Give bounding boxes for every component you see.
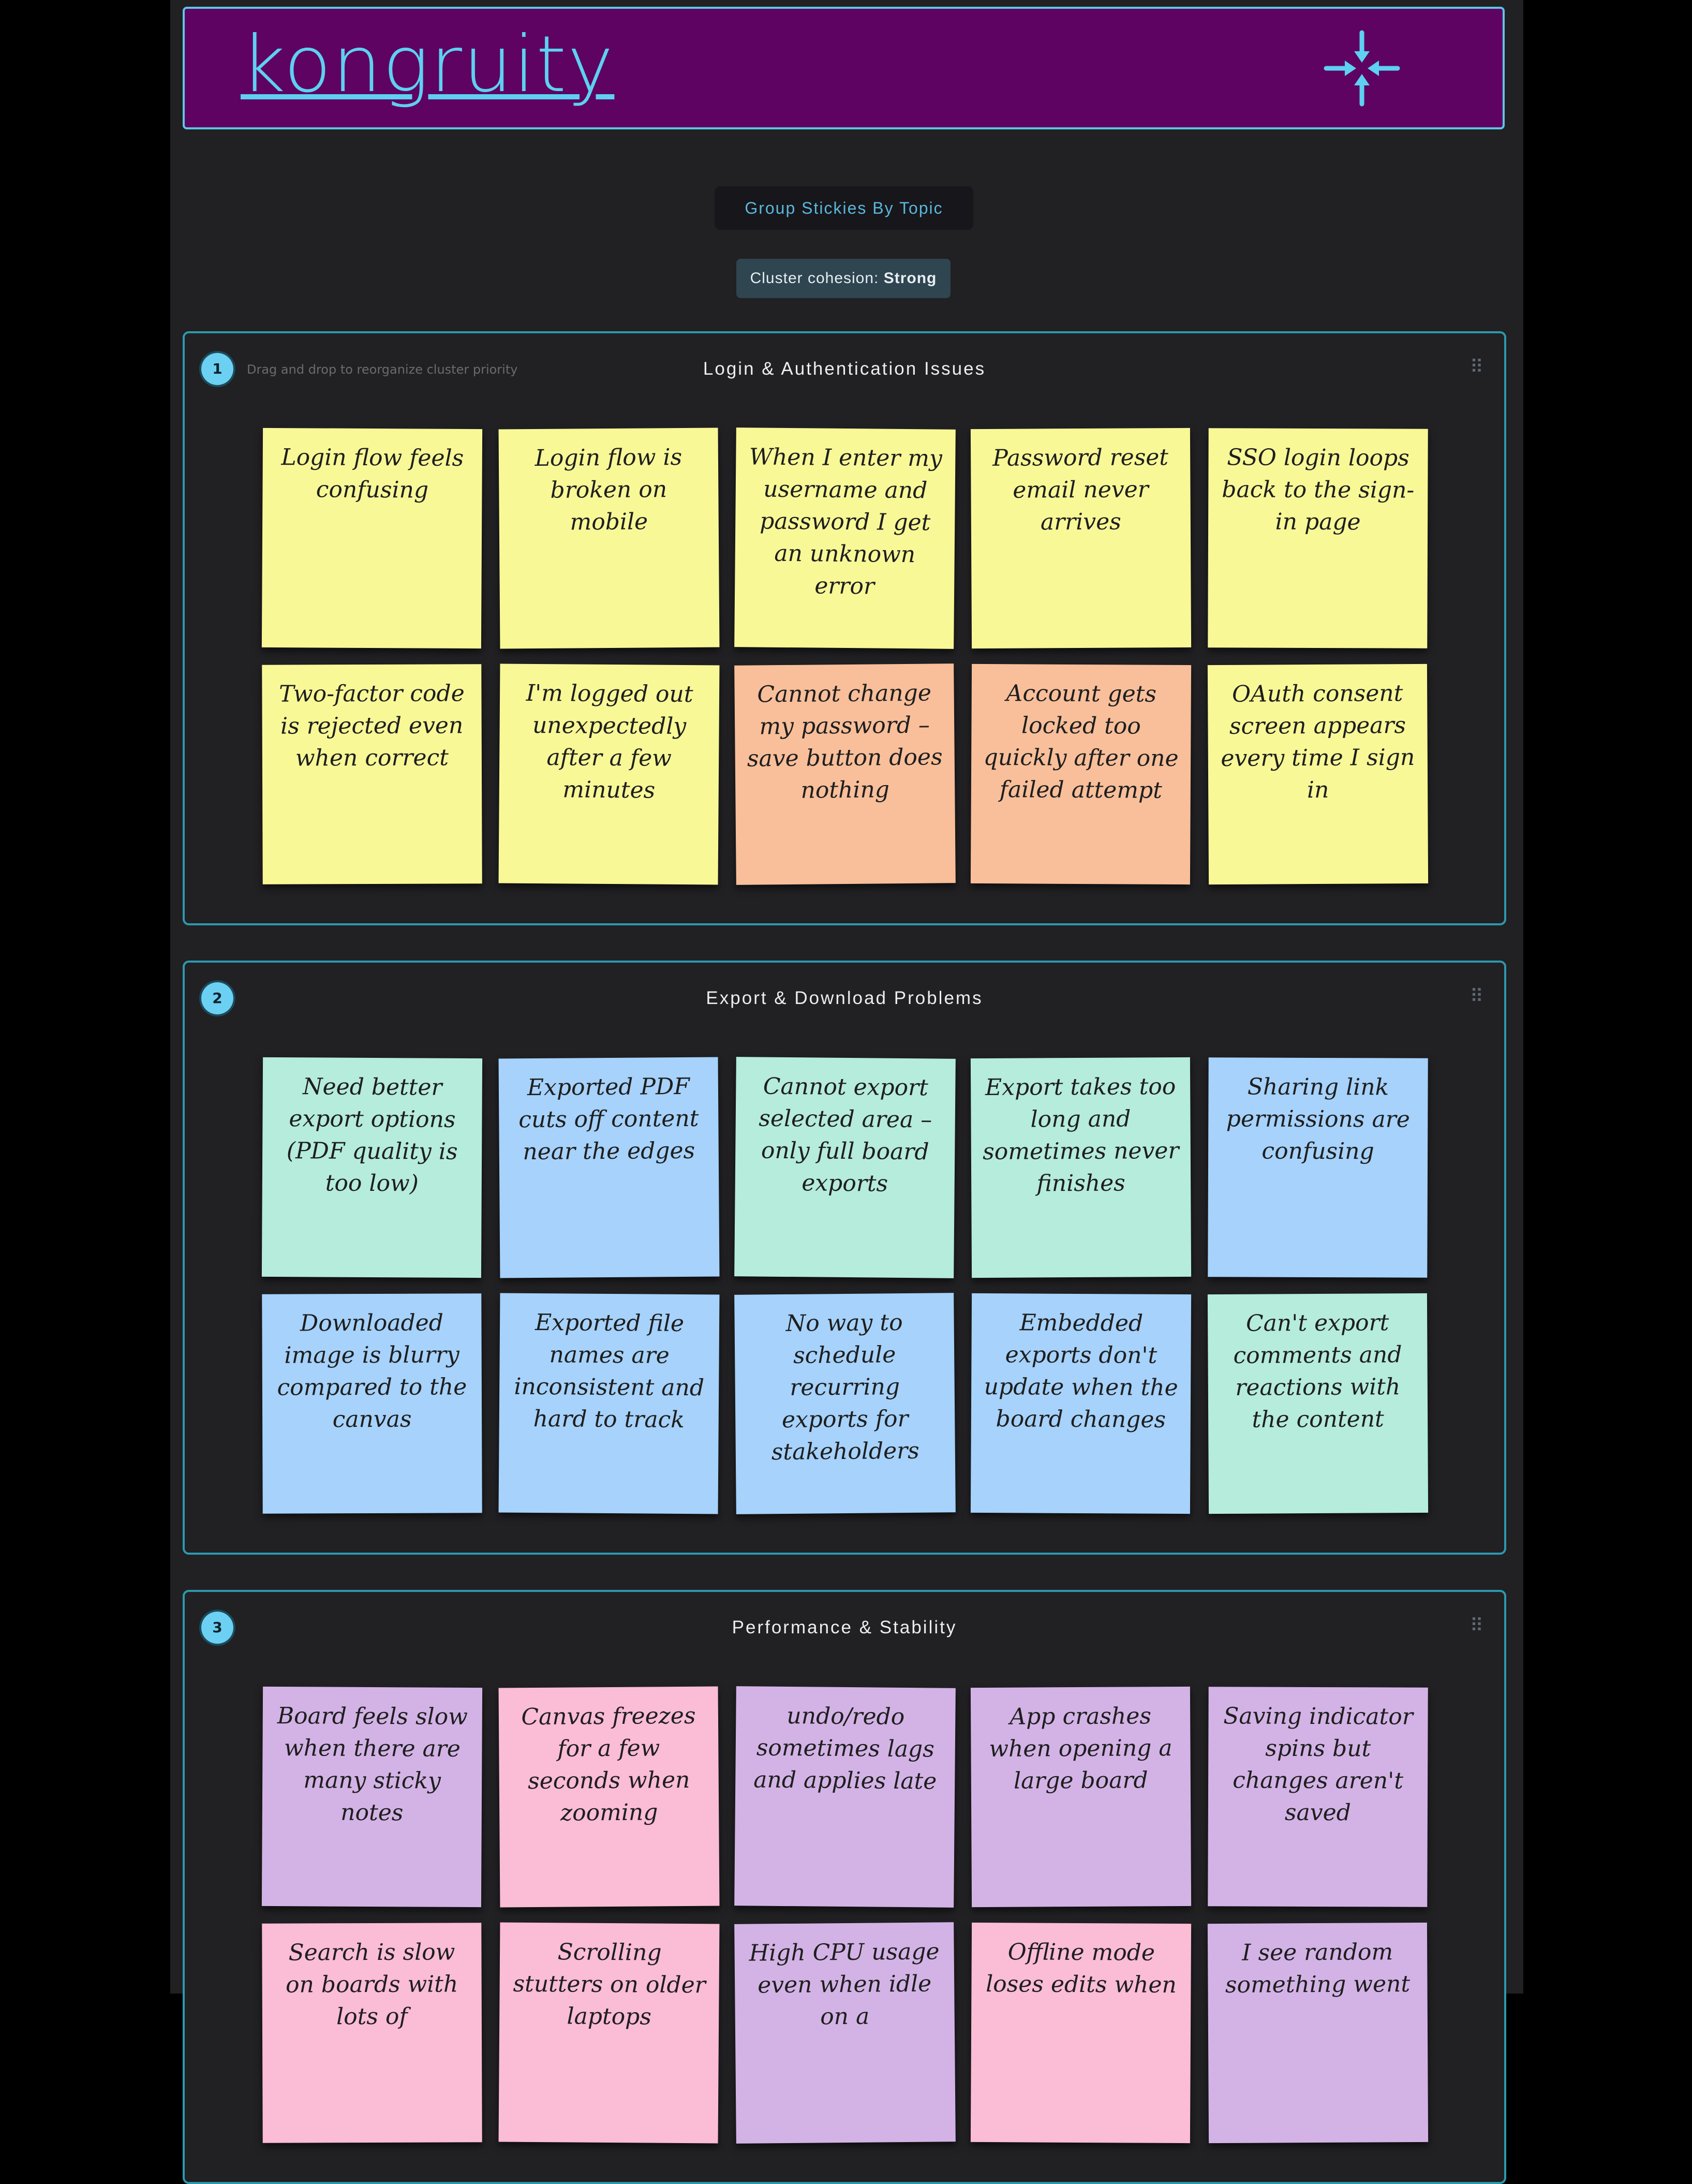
- sticky-note[interactable]: Password reset email never arrives: [970, 427, 1192, 649]
- sticky-note[interactable]: Exported PDF cuts off content near the e…: [498, 1057, 720, 1278]
- drag-handle-icon[interactable]: ⠿: [1470, 986, 1483, 1007]
- sticky-note[interactable]: Board feels slow when there are many sti…: [261, 1686, 483, 1908]
- sticky-note[interactable]: App crashes when opening a large board: [970, 1686, 1192, 1908]
- cohesion-value: Strong: [883, 270, 937, 287]
- logo[interactable]: kongruity: [241, 20, 615, 110]
- cluster-title: Performance & Stability: [732, 1617, 957, 1637]
- cluster-title: Login & Authentication Issues: [703, 359, 986, 379]
- collapse-arrows-icon[interactable]: [1323, 29, 1401, 107]
- sticky-note[interactable]: Can't export comments and reactions with…: [1207, 1293, 1429, 1514]
- sticky-note[interactable]: Search is slow on boards with lots of: [262, 1923, 482, 2143]
- sticky-note[interactable]: Login flow is broken on mobile: [498, 427, 720, 649]
- sticky-note[interactable]: Need better export options (PDF quality …: [261, 1057, 483, 1278]
- sticky-note[interactable]: Scrolling stutters on older laptops: [498, 1922, 720, 2144]
- sticky-note[interactable]: No way to schedule recurring exports for…: [734, 1293, 956, 1514]
- sticky-note[interactable]: undo/redo sometimes lags and applies lat…: [734, 1686, 956, 1908]
- sticky-note[interactable]: OAuth consent screen appears every time …: [1207, 663, 1429, 885]
- sticky-note[interactable]: Downloaded image is blurry compared to t…: [262, 1293, 482, 1514]
- sticky-note[interactable]: I see random something went: [1207, 1922, 1429, 2144]
- sticky-note[interactable]: Login flow feels confusing: [261, 427, 483, 649]
- cluster-number-badge: 1: [201, 353, 233, 385]
- cohesion-label: Cluster cohesion:: [750, 270, 879, 287]
- sticky-note[interactable]: Sharing link permissions are confusing: [1208, 1057, 1428, 1278]
- sticky-note[interactable]: Embedded exports don't update when the b…: [970, 1293, 1192, 1514]
- sticky-note[interactable]: Cannot export selected area – only full …: [734, 1057, 956, 1278]
- cluster-login-auth[interactable]: 1 Drag and drop to reorganize cluster pr…: [183, 331, 1506, 925]
- drag-handle-icon[interactable]: ⠿: [1470, 357, 1483, 378]
- sticky-note[interactable]: Account gets locked too quickly after on…: [970, 663, 1192, 885]
- sticky-note[interactable]: Offline mode loses edits when: [970, 1922, 1192, 2144]
- cluster-title: Export & Download Problems: [706, 988, 983, 1008]
- sticky-note[interactable]: Canvas freezes for a few seconds when zo…: [498, 1686, 720, 1908]
- cluster-export-download[interactable]: 2 Export & Download Problems ⠿ Need bett…: [183, 961, 1506, 1555]
- sticky-note[interactable]: I'm logged out unexpectedly after a few …: [498, 663, 720, 885]
- sticky-note[interactable]: SSO login loops back to the sign-in page: [1208, 428, 1428, 648]
- group-stickies-button[interactable]: Group Stickies By Topic: [715, 186, 973, 230]
- cluster-performance-stability[interactable]: 3 Performance & Stability ⠿ Board feels …: [183, 1590, 1506, 2184]
- cluster-number-badge: 3: [201, 1612, 233, 1644]
- sticky-note[interactable]: Cannot change my password – save button …: [734, 663, 956, 885]
- drag-hint: Drag and drop to reorganize cluster prio…: [247, 362, 518, 377]
- sticky-note[interactable]: Two-factor code is rejected even when co…: [262, 664, 482, 884]
- drag-handle-icon[interactable]: ⠿: [1470, 1615, 1483, 1636]
- cluster-number-badge: 2: [201, 982, 233, 1014]
- sticky-note[interactable]: When I enter my username and password I …: [734, 427, 956, 649]
- sticky-note[interactable]: Export takes too long and sometimes neve…: [970, 1057, 1192, 1278]
- cluster-cohesion-badge: Cluster cohesion: Strong: [736, 259, 951, 298]
- sticky-note[interactable]: Saving indicator spins but changes aren'…: [1208, 1687, 1428, 1907]
- sticky-note[interactable]: High CPU usage even when idle on a: [734, 1922, 956, 2144]
- sticky-note[interactable]: Exported file names are inconsistent and…: [498, 1293, 720, 1514]
- app-header: kongruity: [183, 7, 1505, 129]
- app-canvas: kongruity Group Stickies By Topic Cluste…: [170, 0, 1523, 2184]
